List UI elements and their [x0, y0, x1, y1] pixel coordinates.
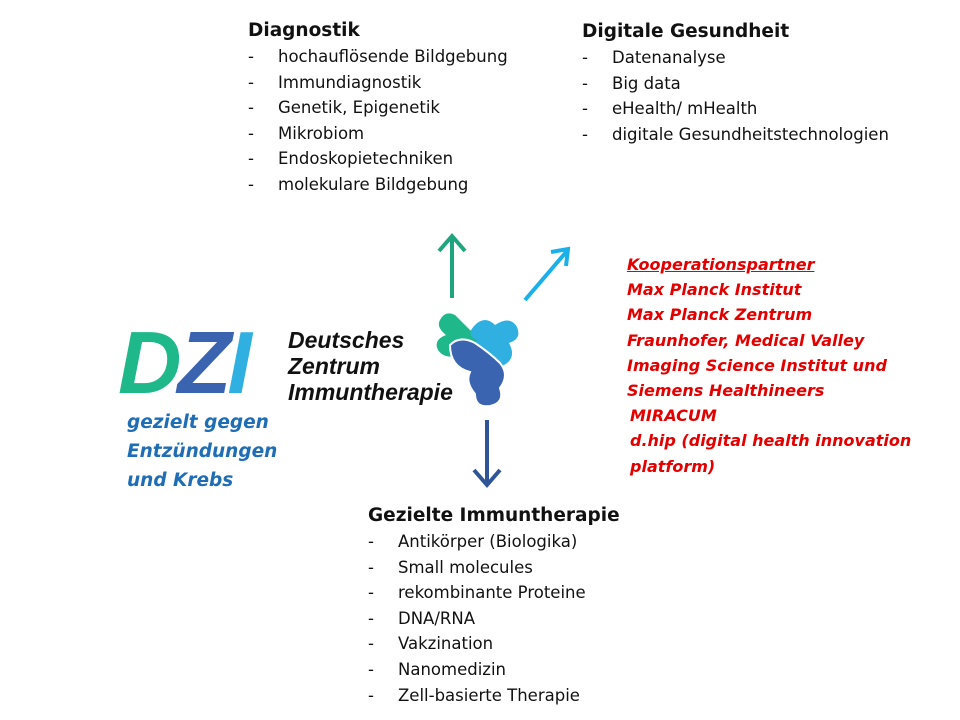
list-item: Imaging Science Institut und — [627, 356, 911, 381]
tagline: gezielt gegen Entzündungen und Krebs — [127, 412, 277, 499]
list-item: Max Planck Zentrum — [627, 305, 911, 330]
list-item-label: Endoskopietechniken — [278, 149, 454, 169]
bullet-dash: - — [248, 123, 254, 143]
bullet-dash: - — [582, 124, 588, 144]
list-item: - hochauflösende Bildgebung — [248, 47, 508, 73]
list-item: - digitale Gesundheitstechnologien — [582, 125, 889, 151]
list-item-label: Siemens Healthineers — [627, 380, 825, 400]
logo-text: Deutsches Zentrum Immuntherapie — [288, 327, 453, 405]
bullet-dash: - — [368, 685, 374, 705]
list-item-label: DNA/RNA — [398, 608, 475, 628]
list-item-label: Mikrobiom — [278, 123, 365, 143]
bullet-dash: - — [368, 634, 374, 654]
list-item-label: Antikörper (Biologika) — [398, 532, 578, 551]
list-item-label: Imaging Science Institut und — [627, 355, 887, 375]
bullet-dash: - — [582, 99, 588, 119]
digital-health-section: Digitale Gesundheit - Datenanalyse - Big da… — [582, 21, 889, 150]
list-item: Max Planck Institut — [627, 280, 911, 305]
tagline-line: und Krebs — [127, 470, 234, 491]
list-item: - molekulare Bildgebung — [248, 175, 508, 201]
list-item: - Vakzination — [368, 634, 620, 660]
list-item-label: rekombinante Proteine — [398, 583, 586, 603]
list-item: MIRACUM — [627, 406, 911, 431]
list-item-label: Nanomedizin — [398, 659, 506, 679]
diagnostik-section: Diagnostik - hochauflösende Bildgebung - Im… — [248, 20, 508, 201]
list-item-label: Big data — [612, 73, 681, 93]
list-item: - Small molecules — [368, 558, 620, 584]
list-item-label: Max Planck Zentrum — [627, 305, 813, 325]
list-item-label: Vakzination — [398, 634, 494, 654]
list-item-label: eHealth/ mHealth — [612, 99, 758, 119]
arrow-down-navy-icon — [472, 420, 502, 489]
bullet-dash: - — [248, 47, 254, 66]
bullet-dash: - — [368, 583, 374, 603]
list-item-label: Max Planck Institut — [627, 280, 802, 300]
list-item: platform) — [627, 457, 911, 482]
list-item-label: Fraunhofer, Medical Valley — [627, 330, 865, 350]
list-item-label: Immundiagnostik — [278, 72, 422, 92]
list-item-label: digitale Gesundheitstechnologien — [612, 124, 889, 144]
list-item: d.hip (digital health innovation — [627, 431, 911, 456]
list-item: - Endoskopietechniken — [248, 149, 508, 175]
immunotherapy-title: Gezielte Immuntherapie — [368, 505, 620, 526]
bullet-dash: - — [368, 608, 374, 628]
bullet-dash: - — [368, 659, 374, 679]
list-item: - Antikörper (Biologika) — [368, 532, 620, 558]
diagnostik-title: Diagnostik — [248, 20, 360, 41]
bullet-dash: - — [248, 98, 254, 118]
bullet-dash: - — [582, 73, 588, 93]
list-item-label: Datenanalyse — [612, 48, 726, 67]
bullet-dash: - — [248, 149, 254, 169]
tagline-line: Entzündungen — [127, 441, 278, 462]
list-item: Fraunhofer, Medical Valley — [627, 331, 911, 356]
logo-letters: DZI — [118, 319, 252, 407]
bullet-dash: - — [582, 48, 588, 67]
list-item: - Immundiagnostik — [248, 73, 508, 99]
digital-health-title: Digitale Gesundheit — [582, 21, 790, 42]
list-item: - Nanomedizin — [368, 660, 620, 686]
list-item-label: Zell-basierte Therapie — [398, 685, 580, 705]
dzi-logo: DZI Deutsches Zentrum Immuntherapie — [118, 305, 538, 415]
bullet-dash: - — [368, 532, 374, 551]
list-item-label: platform) — [630, 456, 716, 476]
molecule-icon — [436, 313, 519, 408]
bullet-dash: - — [368, 557, 374, 577]
partners-title: Kooperationspartner — [627, 255, 815, 274]
list-item: - Genetik, Epigenetik — [248, 98, 508, 124]
list-item: - Zell-basierte Therapie — [368, 686, 620, 712]
arrow-up-green-icon — [437, 232, 467, 298]
logo-letter-d: D — [118, 313, 182, 412]
list-item: - Big data — [582, 74, 889, 100]
list-item: - DNA/RNA — [368, 609, 620, 635]
list-item-label: Genetik, Epigenetik — [278, 98, 440, 118]
list-item-label: d.hip (digital health innovation — [630, 431, 912, 451]
logo-letter-z: Z — [177, 313, 232, 412]
list-item: - eHealth/ mHealth — [582, 99, 889, 125]
logo-line: Immuntherapie — [288, 379, 453, 405]
tagline-line: gezielt gegen — [127, 412, 269, 433]
list-item: Siemens Healthineers — [627, 381, 911, 406]
logo-line: Zentrum — [288, 353, 380, 379]
list-item: - rekombinante Proteine — [368, 583, 620, 609]
list-item-label: Small molecules — [398, 557, 533, 577]
immunotherapy-section: Gezielte Immuntherapie - Antikörper (Biol… — [368, 505, 620, 711]
logo-line: Deutsches — [288, 327, 405, 353]
list-item-label: molekulare Bildgebung — [278, 174, 469, 194]
list-item: - Mikrobiom — [248, 124, 508, 150]
arrow-diagonal-cyan-icon — [523, 246, 571, 302]
bullet-dash: - — [248, 174, 254, 194]
bullet-dash: - — [248, 72, 254, 92]
list-item: - Datenanalyse — [582, 48, 889, 74]
list-item-label: hochauflösende Bildgebung — [278, 47, 508, 66]
list-item-label: MIRACUM — [630, 406, 717, 426]
